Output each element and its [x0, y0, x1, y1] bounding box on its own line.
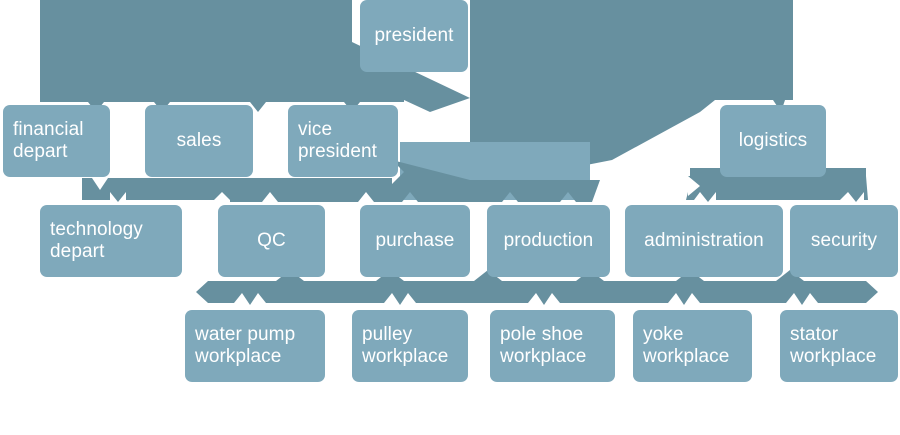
connector-production-bus — [196, 270, 878, 305]
node-pulley-workplace[interactable]: pulley workplace — [352, 310, 468, 382]
node-administration[interactable]: administration — [625, 205, 783, 277]
node-qc[interactable]: QC — [218, 205, 325, 277]
node-stator-workplace[interactable]: stator workplace — [780, 310, 898, 382]
connector-logistics-to-row3 — [686, 176, 868, 202]
node-sales[interactable]: sales — [145, 105, 253, 177]
node-vice-president[interactable]: vice president — [288, 105, 398, 177]
node-yoke-workplace[interactable]: yoke workplace — [633, 310, 752, 382]
node-pole-shoe-workplace[interactable]: pole shoe workplace — [490, 310, 615, 382]
node-president[interactable]: president — [360, 0, 468, 72]
node-purchase[interactable]: purchase — [360, 205, 470, 277]
node-financial-depart[interactable]: financial depart — [3, 105, 110, 177]
node-water-pump-workplace[interactable]: water pump workplace — [185, 310, 325, 382]
node-technology-depart[interactable]: technology depart — [40, 205, 182, 277]
connector-president-to-row2-left — [40, 0, 470, 112]
connector-group-level1-to-level2 — [40, 0, 793, 178]
connector-president-to-logistics — [470, 0, 793, 178]
node-production[interactable]: production — [487, 205, 610, 277]
node-logistics[interactable]: logistics — [720, 105, 826, 177]
connector-group-production-to-workplaces — [196, 270, 878, 305]
connector-vp-to-row3 — [82, 160, 600, 202]
node-security[interactable]: security — [790, 205, 898, 277]
